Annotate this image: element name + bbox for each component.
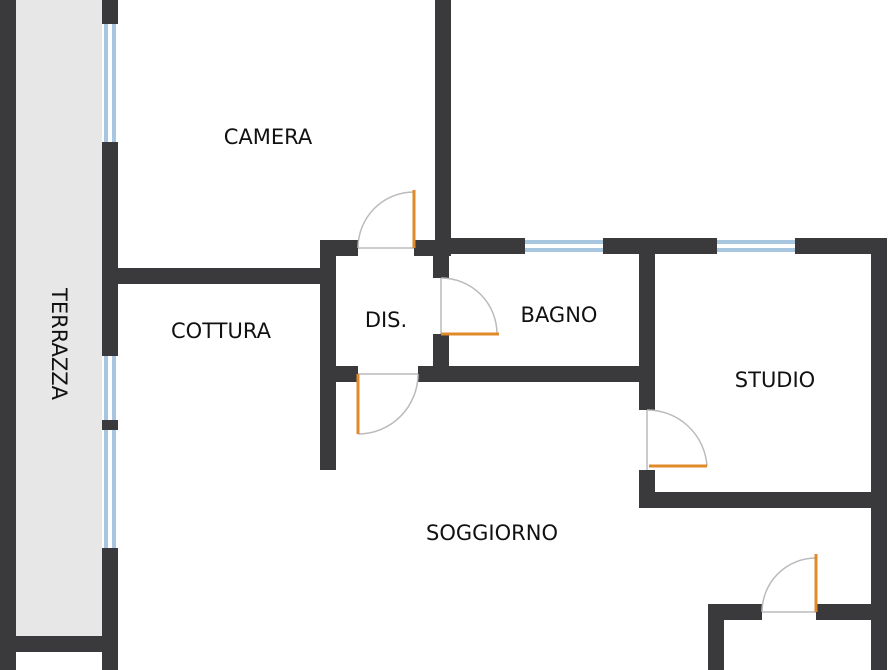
- wall: [118, 268, 322, 284]
- wall: [0, 0, 16, 670]
- wall: [639, 492, 887, 508]
- room-label-cottura: COTTURA: [171, 319, 272, 343]
- wall: [871, 238, 887, 670]
- wall: [433, 334, 449, 382]
- windows: [104, 24, 795, 548]
- wall: [320, 240, 358, 256]
- wall: [102, 0, 118, 24]
- wall: [0, 636, 118, 652]
- window: [108, 24, 112, 142]
- wall: [816, 604, 887, 620]
- wall: [639, 238, 655, 410]
- room-label-studio: STUDIO: [735, 368, 815, 392]
- door-studio: [646, 409, 708, 470]
- wall: [418, 366, 651, 382]
- wall: [433, 256, 449, 278]
- window: [717, 244, 795, 248]
- room-label-soggiorno: SOGGIORNO: [426, 521, 558, 545]
- wall: [414, 240, 451, 256]
- window: [525, 244, 603, 248]
- window: [108, 356, 112, 420]
- wall: [435, 0, 451, 256]
- wall: [102, 142, 118, 356]
- room-label-camera: CAMERA: [224, 125, 313, 149]
- wall: [603, 238, 717, 254]
- room-label-terrazza: TERRAZZA: [47, 287, 71, 401]
- wall: [320, 366, 358, 382]
- room-label-dis: DIS.: [365, 308, 407, 332]
- door-bagno: [440, 277, 499, 336]
- wall: [320, 240, 336, 470]
- terrace-area: [14, 0, 102, 636]
- door-entrance: [761, 554, 818, 613]
- door-disimpegno: [356, 373, 419, 435]
- wall: [451, 238, 525, 254]
- wall: [795, 238, 885, 254]
- wall: [102, 420, 118, 430]
- doors: [356, 190, 818, 613]
- door-camera: [357, 190, 416, 249]
- wall: [102, 548, 118, 670]
- room-label-bagno: BAGNO: [521, 303, 598, 327]
- window: [108, 430, 112, 548]
- wall: [708, 604, 724, 670]
